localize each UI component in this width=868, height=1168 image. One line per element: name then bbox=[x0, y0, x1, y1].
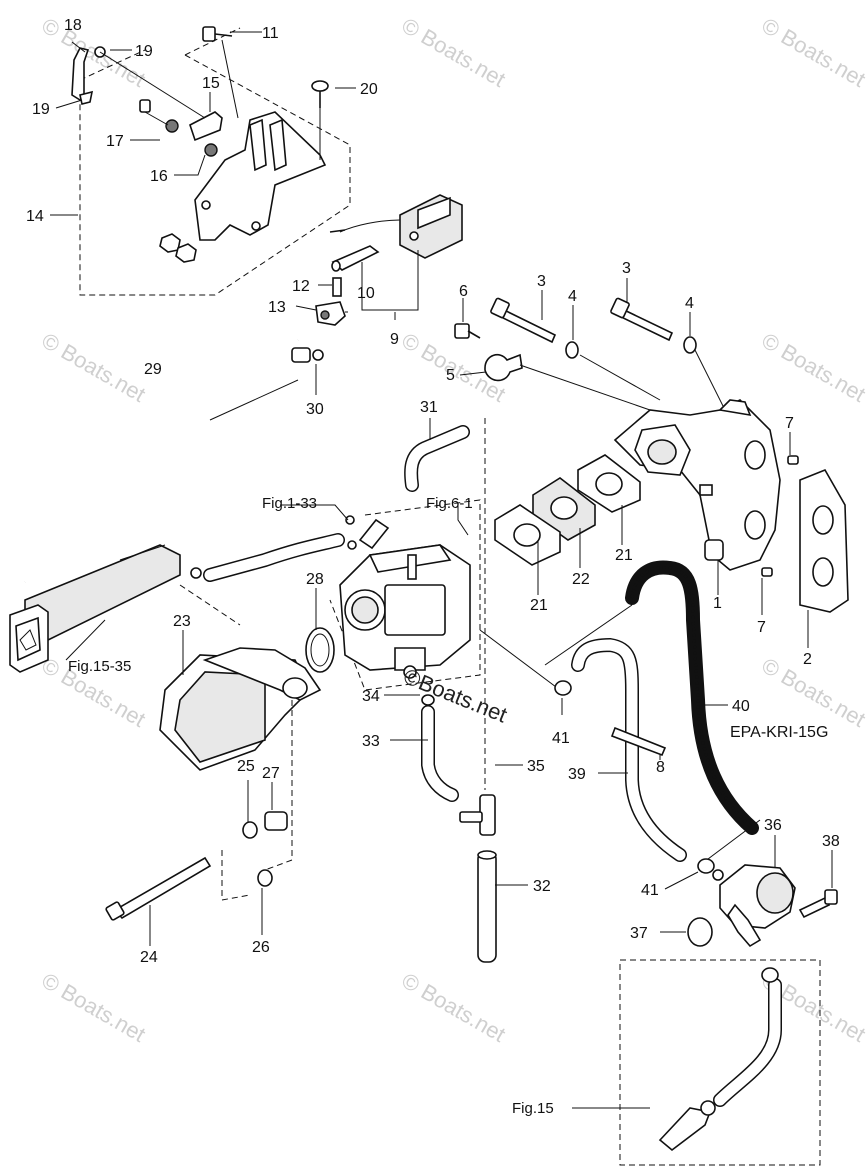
watermark: © Boats.net bbox=[38, 13, 150, 92]
callout-19: 19 bbox=[135, 43, 153, 60]
callout-24: 24 bbox=[140, 949, 158, 966]
callout-21: 21 bbox=[530, 597, 548, 614]
callout-26: 26 bbox=[252, 939, 270, 956]
throttle-bracket-group bbox=[71, 26, 463, 326]
callout-10: 10 bbox=[357, 285, 375, 302]
watermark: © Boats.net bbox=[38, 968, 150, 1047]
callout-34: 34 bbox=[362, 688, 380, 705]
callout-16: 16 bbox=[150, 168, 168, 185]
carburetor-group bbox=[105, 418, 561, 963]
callout-19: 19 bbox=[32, 101, 50, 118]
callout-31: 31 bbox=[420, 399, 438, 416]
callout-38: 38 bbox=[822, 833, 840, 850]
callout-41: 41 bbox=[641, 882, 659, 899]
watermark: © Boats.net bbox=[758, 653, 868, 732]
callout-13: 13 bbox=[268, 299, 286, 316]
callout-25: 25 bbox=[237, 758, 255, 775]
callout-14: 14 bbox=[26, 208, 44, 225]
callout-35: 35 bbox=[527, 758, 545, 775]
callout-29: 29 bbox=[144, 361, 162, 378]
watermark: © Boats.net bbox=[398, 13, 510, 92]
part-number-labels: 11 18 19 19 15 20 17 16 14 12 10 13 9 29… bbox=[26, 17, 840, 966]
intake-manifold-group bbox=[454, 297, 849, 948]
callout-23: 23 bbox=[173, 613, 191, 630]
diagram-code: EPA-KRI-15G bbox=[730, 724, 828, 741]
callout-30: 30 bbox=[306, 401, 324, 418]
watermark: © Boats.net bbox=[758, 328, 868, 407]
ref-fig15: Fig.15 bbox=[512, 1100, 554, 1117]
watermark: © Boats.net bbox=[398, 968, 510, 1047]
callout-41: 41 bbox=[552, 730, 570, 747]
callout-27: 27 bbox=[262, 765, 280, 782]
callout-37: 37 bbox=[630, 925, 648, 942]
callout-36: 36 bbox=[764, 817, 782, 834]
callout-3: 3 bbox=[622, 260, 631, 277]
callout-7: 7 bbox=[785, 415, 794, 432]
ref-fig15-35: Fig.15-35 bbox=[68, 658, 131, 675]
fuel-connector-inset bbox=[619, 959, 821, 1166]
callout-39: 39 bbox=[568, 766, 586, 783]
callout-7: 7 bbox=[757, 619, 766, 636]
watermark: © Boats.net bbox=[38, 328, 150, 407]
control-rod-group bbox=[9, 338, 324, 673]
ref-fig6-1: Fig.6-1 bbox=[426, 495, 473, 512]
callout-4: 4 bbox=[685, 295, 694, 312]
callout-28: 28 bbox=[306, 571, 324, 588]
callout-8: 8 bbox=[656, 759, 665, 776]
callout-2: 2 bbox=[803, 651, 812, 668]
callout-1: 1 bbox=[713, 595, 722, 612]
callout-17: 17 bbox=[106, 133, 124, 150]
callout-22: 22 bbox=[572, 571, 590, 588]
callout-9: 9 bbox=[390, 331, 399, 348]
callout-6: 6 bbox=[459, 283, 468, 300]
callout-32: 32 bbox=[533, 878, 551, 895]
callout-5: 5 bbox=[446, 367, 455, 384]
callout-4: 4 bbox=[568, 288, 577, 305]
callout-21: 21 bbox=[615, 547, 633, 564]
callout-18: 18 bbox=[64, 17, 82, 34]
callout-leaders bbox=[50, 31, 833, 1109]
figure-references: Fig.1-33 Fig.6-1 Fig.15-35 Fig.15 bbox=[68, 495, 554, 1117]
callout-11: 11 bbox=[262, 25, 279, 42]
callout-15: 15 bbox=[202, 75, 220, 92]
callout-20: 20 bbox=[360, 81, 378, 98]
callout-33: 33 bbox=[362, 733, 380, 750]
watermark: © Boats.net bbox=[758, 13, 868, 92]
ref-fig1-33: Fig.1-33 bbox=[262, 495, 317, 512]
callout-3: 3 bbox=[537, 273, 546, 290]
callout-12: 12 bbox=[292, 278, 310, 295]
callout-40: 40 bbox=[732, 698, 750, 715]
